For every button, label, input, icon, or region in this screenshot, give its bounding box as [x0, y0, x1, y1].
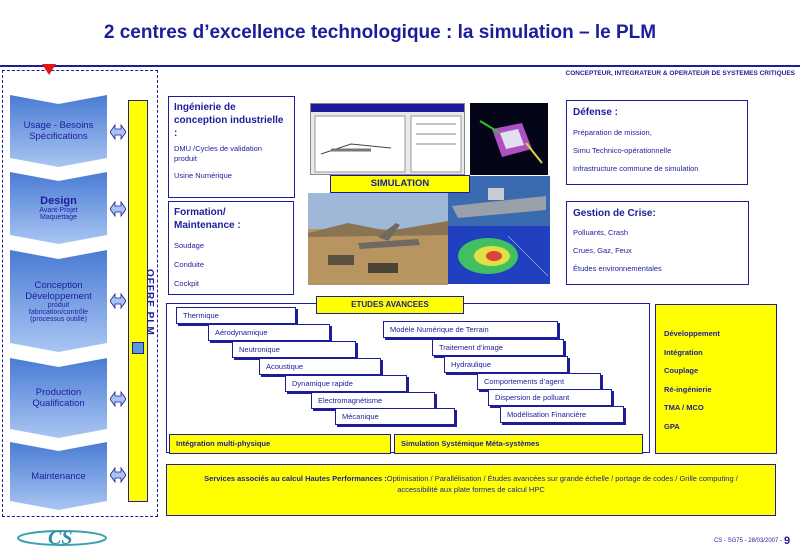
- page-number: 9: [784, 535, 791, 547]
- box-title-line: conception industrielle: [174, 115, 284, 126]
- double-arrow-icon: [110, 200, 126, 218]
- etude-item: Comportements d’agent: [477, 373, 601, 390]
- box-item: Crues, Gaz, Feux: [573, 246, 632, 255]
- service-item: Ré-ingénierie: [664, 384, 712, 394]
- simulation-screenshot-airfield: [308, 193, 448, 285]
- offre-plm-bar: [128, 100, 148, 502]
- simulation-label: SIMULATION: [330, 175, 470, 193]
- ingenierie-box: Ingénierie de conception industrielle : …: [168, 96, 295, 198]
- service-item: GPA: [664, 421, 680, 431]
- box-item: DMU /Cycles de validation: [174, 144, 262, 153]
- phase-design: Design Avant-Projet Maquettage: [10, 172, 107, 244]
- phase-usage-besoins: Usage - Besoins Spécifications: [10, 95, 107, 167]
- phase-small-line: (processus outillé): [30, 315, 87, 323]
- integration-multiphysique-bar: Intégration multi-physique: [169, 434, 391, 454]
- etude-item: Aérodynamique: [208, 324, 330, 341]
- box-item: Simu Technico-opérationnelle: [573, 146, 672, 155]
- phase-title: Design: [40, 195, 77, 207]
- etude-item: Neutronique: [232, 341, 356, 358]
- etude-item: Hydraulique: [444, 356, 568, 373]
- logo-text: CS: [48, 527, 72, 549]
- crise-box: Gestion de Crise: Polluants, Crash Crues…: [566, 201, 749, 285]
- etude-item: Thermique: [176, 307, 296, 324]
- box-title-line: :: [174, 128, 178, 139]
- position-marker-icon: [42, 64, 56, 75]
- phase-line: Conception: [34, 279, 83, 291]
- service-item: Développement: [664, 329, 720, 338]
- etude-item: Modèle Numérique de Terrain: [383, 321, 558, 338]
- etude-item: Mécanique: [335, 408, 455, 425]
- phase-line: Maintenance: [31, 470, 86, 482]
- double-arrow-icon: [110, 292, 126, 310]
- company-tagline: CONCEPTEUR, INTEGRATEUR & OPERATEUR DE S…: [565, 70, 795, 77]
- footer-reference: CS - SG75 - 28/03/2007 -: [713, 538, 782, 544]
- box-item: produit: [174, 154, 197, 163]
- page-title: 2 centres d’excellence technologique : l…: [103, 22, 657, 43]
- box-title: Gestion de Crise:: [573, 208, 656, 219]
- phase-line: Développement: [25, 290, 92, 302]
- phase-line: Avant-Projet: [39, 207, 78, 214]
- cs-logo: CS: [14, 522, 124, 550]
- double-arrow-icon: [110, 390, 126, 408]
- offre-plm-square: [132, 342, 144, 354]
- service-item: Intégration: [664, 347, 703, 357]
- box-item: Préparation de mission,: [573, 128, 652, 137]
- phase-small-line: fabrication/contrôle: [28, 308, 89, 316]
- etude-item: Modélisation Financière: [500, 406, 624, 423]
- simulation-screenshot-naval: [448, 176, 550, 284]
- etude-item: Dispersion de polluant: [488, 389, 612, 406]
- phase-line: Maquettage: [40, 214, 77, 221]
- title-rule: [0, 65, 800, 67]
- services-list-panel: Développement Intégration Couplage Ré-in…: [655, 304, 777, 454]
- box-item: Usine Numérique: [174, 171, 232, 180]
- phase-maintenance: Maintenance: [10, 442, 107, 510]
- box-item: Conduite: [174, 260, 205, 269]
- service-item: Couplage: [664, 366, 699, 376]
- phase-small-line: produit: [47, 301, 70, 309]
- hpc-services-text: Optimisation / Parallélisation / Études …: [386, 474, 738, 494]
- phase-line: Production: [35, 387, 82, 398]
- phase-line: Spécifications: [29, 131, 88, 142]
- lifecycle-frame: [2, 70, 158, 517]
- box-item: Cockpit: [174, 279, 200, 288]
- box-title-line: Maintenance :: [174, 220, 241, 231]
- defense-box: Défense : Préparation de mission, Simu T…: [566, 100, 748, 185]
- etude-item: Dynamique rapide: [285, 375, 407, 392]
- etudes-avancees-label: ETUDES AVANCEES: [316, 296, 464, 314]
- phase-conception: Conception Développement produit fabrica…: [10, 250, 107, 352]
- hpc-services-box: Services associés au calcul Hautes Perfo…: [166, 464, 776, 516]
- formation-box: Formation/ Maintenance : Soudage Conduit…: [168, 201, 294, 295]
- simulation-screenshot-cad: [310, 103, 465, 175]
- double-arrow-icon: [110, 123, 126, 141]
- simulation-systemique-bar: Simulation Systémique Méta-systèmes: [394, 434, 643, 454]
- box-item: Infrastructure commune de simulation: [573, 164, 699, 173]
- hpc-services-lead: Services associés au calcul Hautes Perfo…: [204, 474, 387, 483]
- box-item: Soudage: [174, 241, 205, 250]
- phase-production: Production Qualification: [10, 358, 107, 438]
- phase-line: Qualification: [32, 398, 85, 409]
- box-title-line: Ingénierie de: [174, 102, 236, 113]
- etude-item: Traitement d’image: [432, 339, 564, 356]
- double-arrow-icon: [110, 466, 126, 484]
- box-item: Études environnementales: [573, 264, 662, 273]
- service-item: TMA / MCO: [664, 403, 704, 413]
- simulation-screenshot-satellite: [470, 103, 548, 175]
- box-title-line: Formation/: [174, 207, 226, 218]
- phase-line: Usage - Besoins: [23, 120, 94, 131]
- etude-item: Acoustique: [259, 358, 381, 375]
- box-item: Polluants, Crash: [573, 228, 629, 237]
- box-title: Défense :: [573, 107, 619, 118]
- etude-item: Electromagnétisme: [311, 392, 435, 409]
- offre-plm-label: OFFRE PLM: [144, 268, 155, 336]
